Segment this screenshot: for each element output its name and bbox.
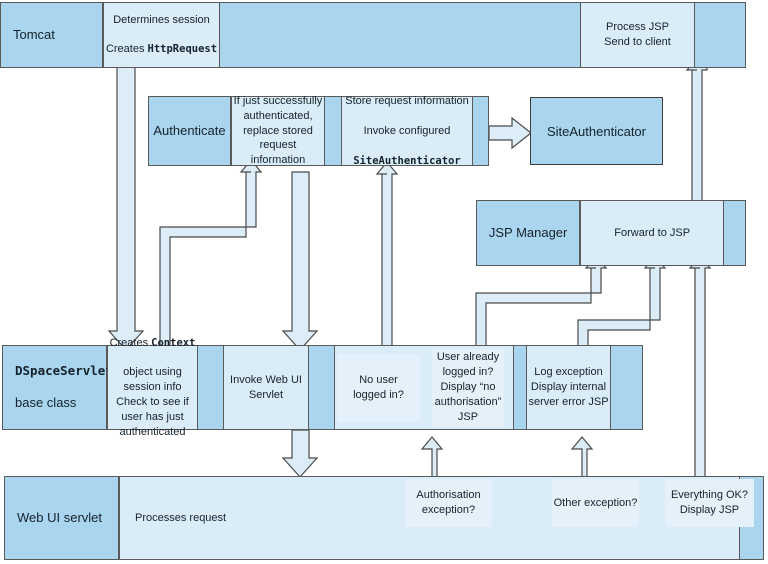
dspace-gap-3 xyxy=(513,346,526,429)
lane-label-authenticate: Authenticate xyxy=(149,97,231,165)
creates-context-line1: Creates Context xyxy=(109,336,196,349)
dspace-right-gap xyxy=(611,346,642,429)
lane-jsp-manager: JSP Manager Forward to JSP xyxy=(476,200,746,266)
cell-creates-context: Creates Context object using session inf… xyxy=(107,337,198,438)
cell-authorisation-exception: Authorisation exception? xyxy=(405,479,492,527)
cell-processes-request: Processes request xyxy=(135,512,227,524)
cell-group-exceptions: No user logged in? User already logged i… xyxy=(334,346,513,429)
tomcat-spacer xyxy=(220,3,580,67)
determines-session-line1: Determines session xyxy=(113,13,210,26)
box-site-authenticator: SiteAuthenticator xyxy=(530,97,663,165)
cell-log-exception: Log exception Display internal server er… xyxy=(526,346,611,429)
jsp-manager-right-gap xyxy=(723,201,745,265)
cell-determines-session: Determines session Creates HttpRequest xyxy=(103,3,220,67)
lane-authenticate: Authenticate If just successfully authen… xyxy=(148,95,489,167)
cell-everything-ok: Everything OK? Display JSP xyxy=(665,479,754,527)
connector-store-request-to-site-authenticator xyxy=(488,116,532,150)
connector-invoke-servlet-to-web-ui xyxy=(281,429,319,478)
store-request-line1: Store request information xyxy=(345,95,469,108)
creates-context-rest: object using session info Check to see i… xyxy=(116,366,189,438)
connector-authorisation-exception-up xyxy=(420,436,444,479)
authenticate-right-gap xyxy=(473,97,488,165)
store-request-line2: Invoke configured xyxy=(363,124,451,137)
lane-tomcat: Tomcat Determines session Creates HttpRe… xyxy=(0,2,746,68)
cell-web-ui-body: Processes request Authorisation exceptio… xyxy=(119,477,754,559)
lane-web-ui-servlet: Web UI servlet Processes request Authori… xyxy=(4,476,764,560)
lane-label-web-ui-servlet: Web UI servlet xyxy=(5,477,119,559)
cell-process-jsp: Process JSP Send to client xyxy=(580,3,695,67)
lane-dspace-servlet: DSpaceServlet base class Creates Context… xyxy=(2,337,643,438)
determines-session-line2: Creates HttpRequest xyxy=(105,43,218,56)
cell-invoke-web-ui-servlet: Invoke Web UI Servlet xyxy=(223,346,309,429)
site-authenticator-token: SiteAuthenticator xyxy=(353,154,461,167)
cell-user-already-logged-in: User already logged in? Display “no auth… xyxy=(432,348,504,427)
authenticate-gap xyxy=(325,97,341,165)
connector-dspace-to-store-request xyxy=(375,161,399,351)
connector-tomcat-to-dspace xyxy=(107,66,145,351)
cell-replace-stored-request: If just successfully authenticated, repl… xyxy=(231,95,325,166)
cell-other-exception: Other exception? xyxy=(552,479,639,527)
dspace-gap-1 xyxy=(198,346,223,429)
lane-label-dspace-servlet: DSpaceServlet base class xyxy=(3,346,113,429)
tomcat-right-gap xyxy=(695,3,745,67)
connector-authenticate-to-dspace xyxy=(281,171,319,351)
lane-label-tomcat: Tomcat xyxy=(1,3,103,67)
dspace-servlet-token: DSpaceServlet xyxy=(15,363,113,379)
dspace-servlet-base-class: base class xyxy=(15,395,77,411)
context-token: Context xyxy=(151,336,196,349)
connector-other-exception-up xyxy=(570,436,594,479)
cell-no-user-logged-in: No user logged in? xyxy=(337,353,420,422)
dspace-gap-2 xyxy=(309,346,334,429)
connector-everything-ok-to-jsp-manager xyxy=(688,255,712,479)
http-request-token: HttpRequest xyxy=(147,43,218,56)
cell-forward-to-jsp: Forward to JSP xyxy=(580,201,724,265)
lane-label-jsp-manager: JSP Manager xyxy=(477,201,581,265)
cell-store-request-info: Store request information Invoke configu… xyxy=(341,95,473,167)
